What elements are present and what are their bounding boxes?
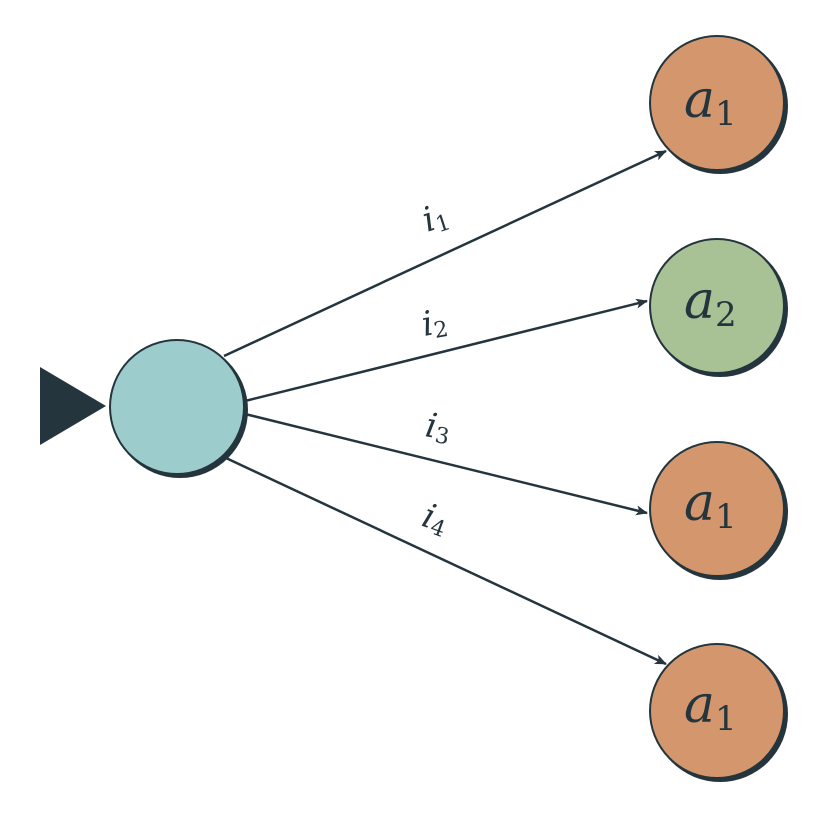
target-node-2-circle	[649, 238, 785, 374]
edge-label-3: i3	[422, 405, 454, 450]
edge-label-2: i2	[419, 301, 451, 346]
edge-1	[223, 149, 667, 358]
target-node-3-label: a1	[684, 473, 737, 537]
target-node-4: a1	[649, 643, 788, 782]
target-node-3: a1	[649, 441, 788, 580]
edge-2	[244, 298, 648, 403]
target-node-2-label: a2	[684, 271, 737, 335]
target-node-2: a2	[649, 238, 788, 377]
start-node	[109, 339, 248, 478]
target-node-4-label: a1	[684, 675, 737, 739]
edges	[223, 149, 667, 666]
target-node-1-circle	[649, 35, 785, 171]
target-node-4-circle	[649, 643, 785, 779]
target-node-3-circle	[649, 441, 785, 577]
target-node-1: a1	[649, 35, 788, 174]
start-node-circle	[109, 339, 245, 475]
target-node-1-label: a1	[684, 70, 737, 134]
edge-label-1: i1	[417, 195, 453, 242]
edge-4	[225, 456, 667, 666]
edge-label-4: i4	[417, 496, 454, 543]
edge-3	[244, 412, 648, 516]
start-triangle-icon	[40, 367, 106, 445]
